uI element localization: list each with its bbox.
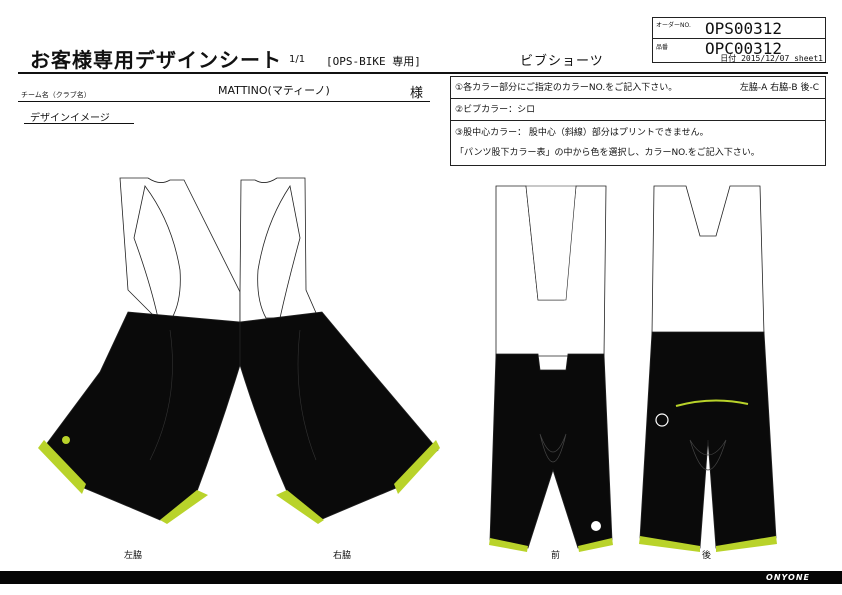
note-crotch-color: ③股中心カラー： 股中心（斜線）部分はプリントできません。 — [455, 128, 709, 138]
page-title: お客様専用デザインシート — [30, 48, 282, 72]
left-side-view — [38, 177, 241, 524]
left-cuff-rear — [160, 490, 208, 524]
brand-tag: [OPS-BIKE 専用] — [326, 55, 421, 68]
right-bib-strap-hole — [257, 184, 301, 319]
back-cuff-left — [639, 536, 700, 552]
part-label: 品番 — [656, 44, 669, 51]
note-choose-color: 「パンツ股下カラー表」の中から色を選択し、カラーNO.をご記入下さい。 — [455, 148, 760, 158]
front-body — [489, 353, 613, 549]
team-label: チーム名（クラブ名） — [21, 91, 91, 99]
back-chamois — [689, 439, 727, 471]
left-seam — [149, 329, 173, 461]
front-bib-inner — [525, 185, 577, 301]
front-chamois — [539, 433, 567, 463]
order-box: オーダーNO. OPS00312 品番 OPC00312 日付 2015/12/… — [652, 17, 826, 63]
front-logo-mark — [591, 521, 601, 531]
design-rule — [24, 123, 134, 124]
note-1-sides: 左脇-A 右脇-B 後-C — [739, 83, 819, 93]
left-body — [41, 311, 241, 521]
front-cuff-right — [578, 538, 613, 552]
order-row: オーダーNO. OPS00312 — [653, 18, 825, 39]
page-number: 1/1 — [289, 54, 306, 65]
honorific: 様 — [410, 86, 424, 101]
date-line: 日付 2015/12/07 sheet1 — [720, 54, 823, 63]
right-seam — [297, 329, 317, 461]
right-cuff — [394, 440, 440, 494]
header-rule — [18, 72, 828, 74]
back-bib — [651, 185, 765, 335]
back-body — [639, 331, 777, 549]
design-image-label: デザインイメージ — [30, 113, 110, 124]
left-cuff — [38, 440, 86, 494]
product-name: ビブショーツ — [520, 54, 604, 69]
front-cuff-left — [489, 538, 528, 552]
note-color-number: ①各カラー部分にご指定のカラーNO.をご記入下さい。 左脇-A 右脇-B 後-C — [451, 77, 825, 99]
footer-logo: ONYONE — [766, 573, 810, 582]
caption-back: 後 — [702, 551, 712, 561]
back-cuff-right — [716, 536, 777, 552]
team-rule — [18, 101, 430, 102]
caption-right-side: 右脇 — [333, 551, 352, 561]
right-cuff-rear — [276, 490, 324, 524]
caption-front: 前 — [551, 551, 561, 561]
note-1-text: ①各カラー部分にご指定のカラーNO.をご記入下さい。 — [455, 83, 678, 93]
caption-left-side: 左脇 — [124, 551, 143, 561]
left-logo-mark — [62, 436, 70, 444]
note-bib-color: ②ビブカラー：シロ — [451, 99, 825, 121]
part-number: OPC00312 — [705, 39, 783, 58]
back-small-mark — [655, 413, 669, 427]
right-side-view — [239, 177, 440, 524]
notes-box: ①各カラー部分にご指定のカラーNO.をご記入下さい。 左脇-A 右脇-B 後-C… — [450, 76, 826, 166]
right-body — [239, 311, 439, 521]
order-label: オーダーNO. — [656, 22, 691, 29]
order-number: OPS00312 — [705, 19, 783, 38]
left-bib-strap-hole — [133, 185, 181, 319]
back-view — [639, 185, 777, 552]
footer-bar: ONYONE — [0, 571, 842, 584]
front-view — [489, 185, 613, 552]
team-name: MATTINO(マティーノ) — [218, 84, 330, 97]
back-logo-swoosh — [675, 399, 749, 407]
